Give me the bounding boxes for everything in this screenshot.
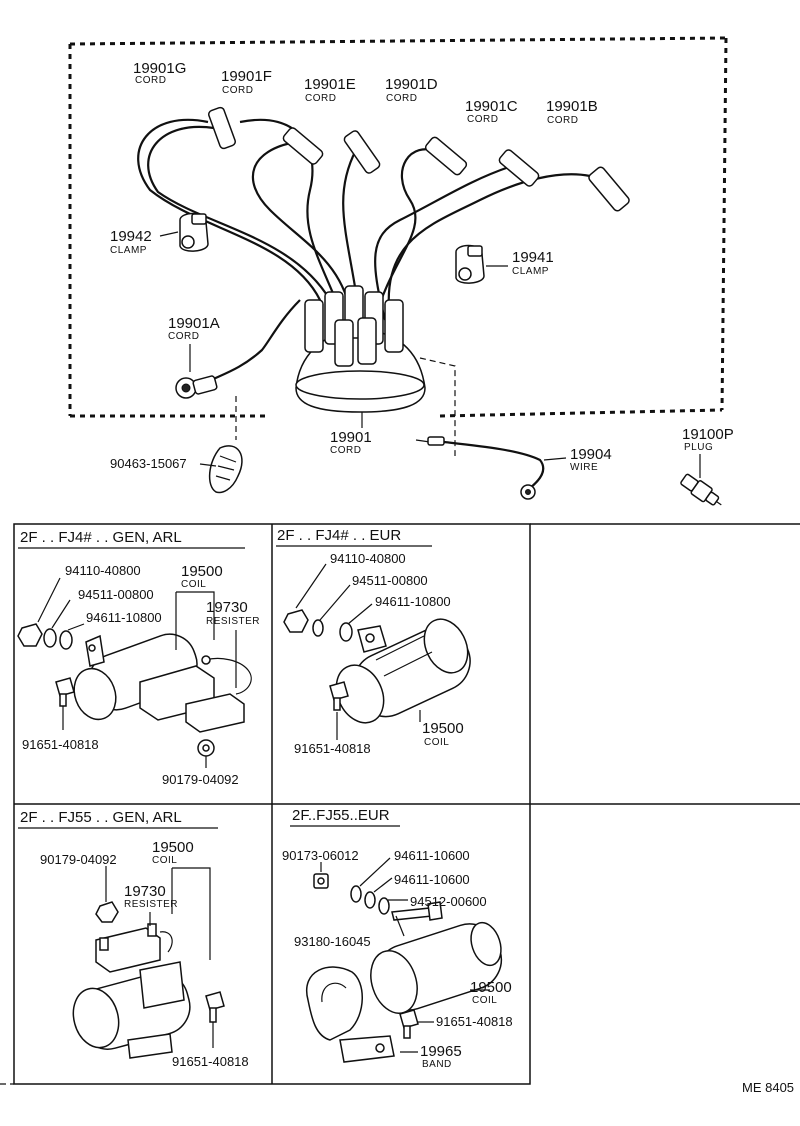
- label-19901-name: CORD: [330, 445, 361, 456]
- p4-label-4: 93180-16045: [294, 934, 371, 949]
- p2-label-2: 94611-10800: [375, 594, 451, 609]
- p1-label-3: 19500: [181, 563, 223, 580]
- label-19941-number: 19941: [512, 249, 554, 266]
- top-labels: 19901G CORD 19901F CORD 19901E CORD 1990…: [110, 60, 734, 478]
- p4-label-5: 19500: [470, 979, 512, 996]
- p2-label-4: 19500: [422, 720, 464, 737]
- label-19901c-name: CORD: [467, 114, 498, 125]
- label-19901f-name: CORD: [222, 85, 253, 96]
- panel-1-header: 2F . . FJ4# . . GEN, ARL: [20, 529, 182, 546]
- p4-label-7-name: BAND: [422, 1059, 452, 1070]
- p3-label-1-name: COIL: [152, 855, 177, 866]
- spark-plug-19100p-illustration: [680, 473, 722, 506]
- tie-90463-illustration: [199, 445, 243, 494]
- label-19901d-name: CORD: [386, 93, 417, 104]
- clamp-19941-illustration: [455, 244, 485, 284]
- label-19904-name: WIRE: [570, 462, 598, 473]
- label-19100p-name: PLUG: [684, 442, 713, 453]
- label-19941-name: CLAMP: [512, 266, 549, 277]
- p1-label-3-name: COIL: [181, 579, 206, 590]
- p4-label-6: 91651-40818: [436, 1014, 513, 1029]
- panel-4-header: 2F..FJ55..EUR: [292, 807, 390, 824]
- label-19901a-number: 19901A: [168, 315, 220, 332]
- label-19942-number: 19942: [110, 228, 152, 245]
- label-19901g-name: CORD: [135, 75, 166, 86]
- label-19901a-name: CORD: [168, 331, 199, 342]
- p2-label-3: 91651-40818: [294, 741, 371, 756]
- p4-label-0: 90173-06012: [282, 848, 359, 863]
- label-19901g-number: 19901G: [133, 60, 186, 77]
- ignition-cords-illustration: [137, 106, 630, 456]
- p1-label-6: 90179-04092: [162, 772, 239, 787]
- clamp-19942-illustration: [179, 212, 209, 252]
- label-19901d-number: 19901D: [385, 76, 438, 93]
- p4-label-1: 94611-10600: [394, 848, 470, 863]
- label-19100p-number: 19100P: [682, 426, 734, 443]
- p4-label-7: 19965: [420, 1043, 462, 1060]
- p1-label-1: 94511-00800: [78, 587, 154, 602]
- panel-2-header: 2F . . FJ4# . . EUR: [277, 527, 401, 544]
- p3-label-1: 19500: [152, 839, 194, 856]
- label-19901b-number: 19901B: [546, 98, 598, 115]
- panel-fj4-eur: 2F . . FJ4# . . EUR 94110-40800 94511-00…: [276, 527, 471, 756]
- label-19901b-name: CORD: [547, 115, 578, 126]
- p3-label-3: 91651-40818: [172, 1054, 249, 1069]
- label-19901f-number: 19901F: [221, 68, 272, 85]
- panel-fj55-eur: 2F..FJ55..EUR 90173-06012 94611-1: [282, 807, 513, 1070]
- p1-label-4: 19730: [206, 599, 248, 616]
- p1-label-2: 94611-10800: [86, 610, 162, 625]
- p2-label-1: 94511-00800: [352, 573, 428, 588]
- p4-label-5-name: COIL: [472, 995, 497, 1006]
- label-19901e-number: 19901E: [304, 76, 356, 93]
- p1-label-4-name: RESISTER: [206, 616, 260, 627]
- label-19901-number: 19901: [330, 429, 372, 446]
- label-19904-number: 19904: [570, 446, 612, 463]
- p4-label-3: 94512-00600: [410, 894, 487, 909]
- top-assembly-boundary: [68, 36, 728, 418]
- diagram-code: ME 8405: [742, 1080, 794, 1095]
- p2-label-0: 94110-40800: [330, 551, 406, 566]
- p1-label-5: 91651-40818: [22, 737, 99, 752]
- panel-3-header: 2F . . FJ55 . . GEN, ARL: [20, 809, 182, 826]
- p4-label-2: 94611-10600: [394, 872, 470, 887]
- panel-fj55-gen-arl: 2F . . FJ55 . . GEN, ARL 90179-04092 195…: [18, 809, 249, 1069]
- label-19901e-name: CORD: [305, 93, 336, 104]
- p3-label-2: 19730: [124, 883, 166, 900]
- p3-label-0: 90179-04092: [40, 852, 117, 867]
- label-19901c-number: 19901C: [465, 98, 518, 115]
- panel-fj4-gen-arl: 2F . . FJ4# . . GEN, ARL 94110-40800 9: [17, 529, 260, 787]
- panel-grid: [0, 523, 800, 1085]
- wire-19904-illustration: [415, 436, 545, 500]
- p3-label-2-name: RESISTER: [124, 899, 178, 910]
- label-19942-name: CLAMP: [110, 245, 147, 256]
- label-90463-number: 90463-15067: [110, 456, 187, 471]
- p2-label-4-name: COIL: [424, 737, 449, 748]
- p1-label-0: 94110-40800: [65, 563, 141, 578]
